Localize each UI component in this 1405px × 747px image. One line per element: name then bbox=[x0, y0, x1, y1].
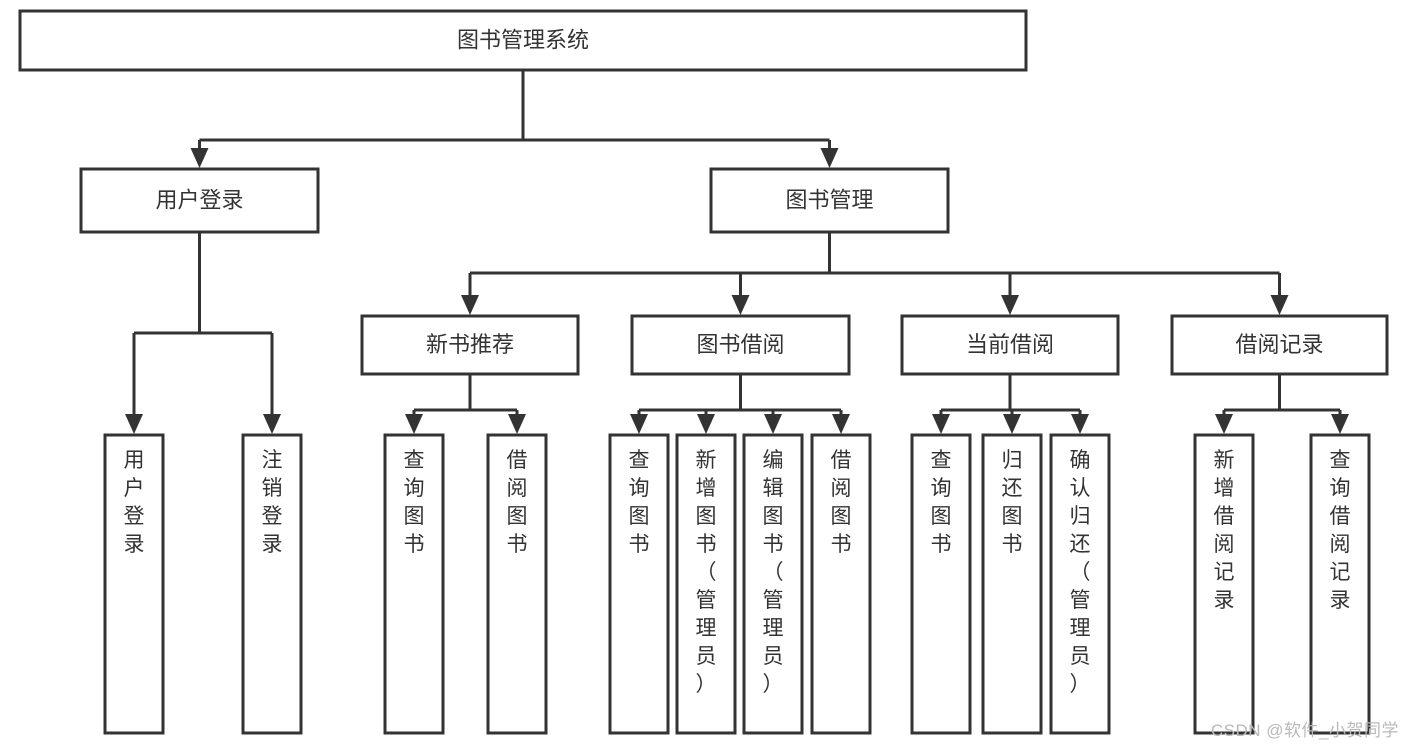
node-leaf-8[interactable]: 查询图书 bbox=[910, 433, 972, 735]
node-level1-0-rect bbox=[79, 167, 320, 234]
node-leaf-7-label: 借阅图书 bbox=[831, 449, 852, 556]
node-level2-1-rect bbox=[630, 314, 851, 376]
arrow-head-icon bbox=[1270, 295, 1289, 315]
node-root-label: 图书管理系统 bbox=[457, 27, 589, 52]
arrow-head-icon bbox=[405, 414, 423, 434]
node-leaf-7[interactable]: 借阅图书 bbox=[810, 433, 872, 735]
node-level1-1-label: 图书管理 bbox=[785, 187, 873, 212]
node-leaf-5[interactable]: 新增图书（管理员） bbox=[675, 433, 737, 735]
node-level2-0[interactable]: 新书推荐 bbox=[360, 314, 580, 376]
node-leaf-12-rect bbox=[1309, 433, 1371, 735]
arrow-head-icon bbox=[932, 414, 950, 434]
node-leaf-4-rect bbox=[608, 433, 670, 735]
node-leaf-10[interactable]: 确认归还（管理员） bbox=[1049, 433, 1111, 735]
arrow-head-icon bbox=[263, 414, 281, 434]
node-level2-0-label: 新书推荐 bbox=[426, 332, 514, 357]
node-leaf-4-label: 查询图书 bbox=[629, 449, 650, 556]
arrow-head-icon bbox=[1003, 414, 1021, 434]
node-leaf-0-label: 用户登录 bbox=[124, 449, 145, 556]
node-leaf-9[interactable]: 归还图书 bbox=[981, 433, 1043, 735]
node-leaf-1-label: 注销登录 bbox=[262, 449, 283, 556]
node-leaf-2[interactable]: 查询图书 bbox=[383, 433, 445, 735]
node-leaf-4[interactable]: 查询图书 bbox=[608, 433, 670, 735]
node-leaf-0-rect bbox=[103, 433, 165, 735]
node-leaf-11-label: 新增借阅记录 bbox=[1214, 449, 1235, 612]
node-leaf-6-rect bbox=[742, 433, 804, 735]
node-leaf-9-label: 归还图书 bbox=[1002, 449, 1023, 556]
connector-lines bbox=[125, 70, 1349, 434]
node-boxes: 图书管理系统用户登录图书管理新书推荐图书借阅当前借阅借阅记录用户登录注销登录查询… bbox=[18, 9, 1389, 735]
node-leaf-11-rect bbox=[1193, 433, 1255, 735]
node-level1-1-rect bbox=[709, 167, 950, 234]
arrow-head-icon bbox=[1215, 414, 1233, 434]
node-level2-0-rect bbox=[360, 314, 580, 376]
node-leaf-5-rect bbox=[675, 433, 737, 735]
node-level1-0-label: 用户登录 bbox=[155, 187, 243, 212]
node-root[interactable]: 图书管理系统 bbox=[18, 9, 1028, 72]
node-leaf-1[interactable]: 注销登录 bbox=[241, 433, 303, 735]
node-leaf-5-label: 新增图书（管理员） bbox=[696, 449, 717, 696]
node-level2-3-label: 借阅记录 bbox=[1235, 332, 1323, 357]
node-leaf-2-label: 查询图书 bbox=[404, 449, 425, 556]
node-level2-1-label: 图书借阅 bbox=[696, 332, 784, 357]
node-leaf-2-rect bbox=[383, 433, 445, 735]
node-level2-2-label: 当前借阅 bbox=[966, 332, 1054, 357]
node-leaf-1-rect bbox=[241, 433, 303, 735]
node-leaf-6-label: 编辑图书（管理员） bbox=[763, 449, 784, 696]
arrow-head-icon bbox=[820, 148, 839, 168]
node-leaf-12-label: 查询借阅记录 bbox=[1330, 449, 1351, 612]
node-level2-1[interactable]: 图书借阅 bbox=[630, 314, 851, 376]
node-leaf-3-rect bbox=[486, 433, 548, 735]
arrow-head-icon bbox=[764, 414, 782, 434]
node-level2-3[interactable]: 借阅记录 bbox=[1170, 314, 1389, 376]
arrow-head-icon bbox=[731, 295, 750, 315]
node-level2-3-rect bbox=[1170, 314, 1389, 376]
node-leaf-9-rect bbox=[981, 433, 1043, 735]
arrow-head-icon bbox=[1071, 414, 1089, 434]
node-leaf-0[interactable]: 用户登录 bbox=[103, 433, 165, 735]
arrow-head-icon bbox=[1331, 414, 1349, 434]
node-leaf-11[interactable]: 新增借阅记录 bbox=[1193, 433, 1255, 735]
node-leaf-8-label: 查询图书 bbox=[931, 449, 952, 556]
arrow-head-icon bbox=[125, 414, 143, 434]
node-level2-2[interactable]: 当前借阅 bbox=[900, 314, 1120, 376]
node-level1-0[interactable]: 用户登录 bbox=[79, 167, 320, 234]
arrow-head-icon bbox=[508, 414, 526, 434]
node-leaf-12[interactable]: 查询借阅记录 bbox=[1309, 433, 1371, 735]
arrow-head-icon bbox=[697, 414, 715, 434]
node-leaf-10-label: 确认归还（管理员） bbox=[1070, 449, 1091, 696]
arrow-head-icon bbox=[832, 414, 850, 434]
node-leaf-8-rect bbox=[910, 433, 972, 735]
csdn-watermark: CSDN @软件_小贺同学 bbox=[1210, 721, 1399, 740]
arrow-head-icon bbox=[1001, 295, 1019, 315]
node-root-rect bbox=[18, 9, 1028, 72]
node-leaf-10-rect bbox=[1049, 433, 1111, 735]
node-leaf-3-label: 借阅图书 bbox=[507, 449, 528, 556]
arrow-head-icon bbox=[190, 148, 209, 168]
node-level1-1[interactable]: 图书管理 bbox=[709, 167, 950, 234]
node-leaf-7-rect bbox=[810, 433, 872, 735]
node-leaf-6[interactable]: 编辑图书（管理员） bbox=[742, 433, 804, 735]
node-leaf-3[interactable]: 借阅图书 bbox=[486, 433, 548, 735]
arrow-head-icon bbox=[461, 295, 479, 315]
arrow-head-icon bbox=[630, 414, 648, 434]
node-level2-2-rect bbox=[900, 314, 1120, 376]
